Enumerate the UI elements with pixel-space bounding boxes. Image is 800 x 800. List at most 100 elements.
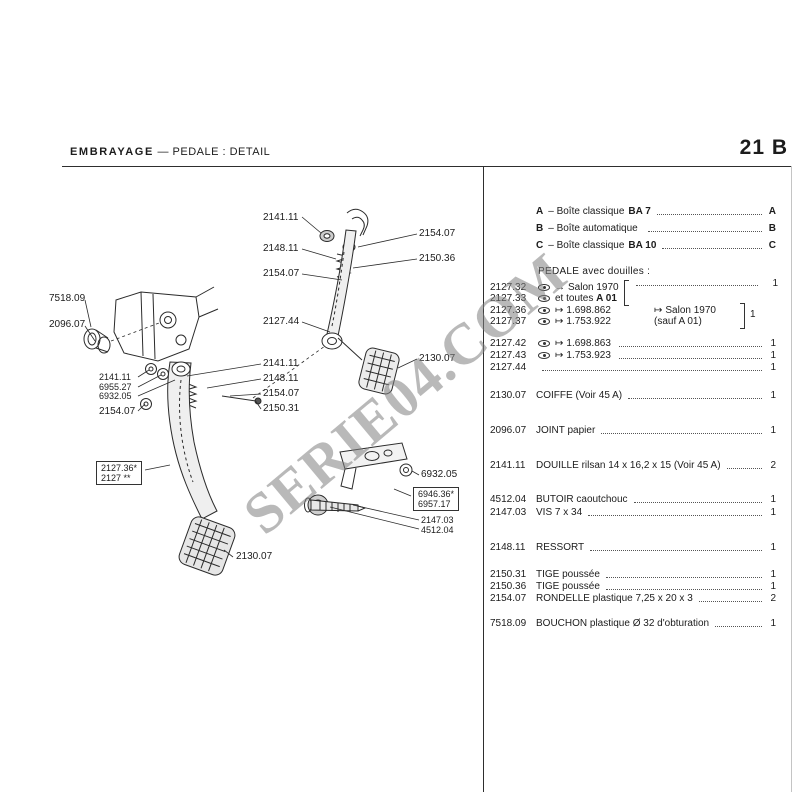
diagram-part-label: 6946.36*: [418, 489, 455, 499]
dot-leader: [726, 468, 762, 469]
diagram-part-label: 2096.07: [49, 319, 86, 330]
part-ref: 2150.31: [490, 569, 527, 580]
part-desc: DOUILLE rilsan 14 x 16,2 x 15 (Voir 45 A…: [536, 460, 721, 471]
option-desc-bold: BA 7: [628, 206, 651, 217]
diagram-label-box: 6946.36* 6957.17: [413, 487, 460, 511]
dot-leader: [656, 214, 762, 215]
option-ref: C: [768, 240, 776, 251]
section-title: EMBRAYAGE: [70, 146, 154, 158]
group-bracket: [624, 280, 629, 306]
variant-note: et toutes: [555, 293, 594, 304]
dot-leader: [605, 577, 762, 578]
part-ref: 7518.09: [490, 618, 527, 629]
diagram-part-label: 2130.07: [236, 551, 273, 562]
page-number: 21 B: [739, 136, 788, 159]
part-qty: 1: [770, 350, 776, 361]
part-desc: VIS 7 x 34: [536, 507, 583, 518]
parts-list: A – Boîte classique BA 7 A B – Boîte aut…: [486, 170, 784, 795]
diagram-part-label: 2154.07: [99, 406, 136, 417]
diagram-part-label: 6932.05: [421, 469, 458, 480]
dot-leader: [715, 626, 762, 627]
parts-row: 2141.11 DOUILLE rilsan 14 x 16,2 x 15 (V…: [490, 460, 776, 471]
part-qty: 1: [772, 278, 778, 289]
part-ref: 2154.07: [490, 593, 527, 604]
arrow-icon: ↦: [555, 350, 564, 361]
option-key: B: [536, 223, 544, 234]
parts-row: 2127.44 1: [490, 362, 776, 373]
parts-row: 2127.33 et toutes A 01: [490, 293, 776, 304]
option-desc: – Boîte automatique: [548, 223, 638, 234]
group-title-row: PEDALE avec douilles :: [538, 266, 776, 277]
parts-row: 4512.04 BUTOIR caoutchouc 1: [490, 494, 776, 505]
build-number: 1.698.862: [566, 305, 611, 316]
part-qty: 1: [770, 494, 776, 505]
diagram-part-label: 2154.07: [263, 268, 300, 279]
arrow-icon: ↦: [555, 338, 564, 349]
part-desc: TIGE poussée: [536, 581, 600, 592]
build-number: 1.698.863: [566, 338, 611, 349]
dot-leader: [542, 370, 762, 371]
diagram-part-label: 6932.05: [99, 391, 132, 401]
diagram-part-label: 2154.07: [263, 388, 300, 399]
dot-leader: [633, 502, 762, 503]
diagram-part-label: 2130.07: [419, 353, 456, 364]
diagram-part-label: 7518.09: [49, 293, 86, 304]
variant-note: ↦Salon 1970: [654, 305, 716, 316]
see-icon: [538, 352, 550, 359]
diagram-part-label: 2150.36: [419, 253, 456, 264]
parts-row: 2127.37 ↦ 1.753.922: [490, 316, 776, 327]
option-key: C: [536, 240, 544, 251]
part-qty: 1: [770, 618, 776, 629]
part-desc: TIGE poussée: [536, 569, 600, 580]
part-qty: 1: [770, 338, 776, 349]
part-desc: JOINT papier: [536, 425, 596, 436]
part-ref: 2148.11: [490, 542, 526, 553]
gearbox-option-row: C – Boîte classique BA 10 C: [536, 240, 776, 251]
part-qty: 1: [770, 569, 776, 580]
diagram-part-label: 2127.36*: [101, 463, 138, 473]
part-ref: 2127.32: [490, 282, 527, 293]
part-ref: 2096.07: [490, 425, 527, 436]
option-desc: – Boîte classique: [548, 240, 625, 251]
part-ref: 2147.03: [490, 507, 527, 518]
dot-leader: [590, 550, 762, 551]
part-desc: COIFFE (Voir 45 A): [536, 390, 623, 401]
parts-row: 2147.03 VIS 7 x 34 1: [490, 507, 776, 518]
main-pedal-arm: [167, 361, 218, 520]
parts-row: 2154.07 RONDELLE plastique 7,25 x 20 x 3…: [490, 593, 776, 604]
group-title: PEDALE avec douilles :: [538, 266, 651, 277]
option-ref: B: [768, 223, 776, 234]
part-ref: 4512.04: [490, 494, 527, 505]
parts-row: 2148.11 RESSORT 1: [490, 542, 776, 553]
option-desc: – Boîte classique: [548, 206, 625, 217]
parts-row: 2150.36 TIGE poussée 1: [490, 581, 776, 592]
diagram-part-label: 2141.11: [263, 212, 299, 223]
option-desc-bold: BA 10: [628, 240, 657, 251]
see-icon: [538, 295, 550, 302]
part-desc: BOUCHON plastique Ø 32 d'obturation: [536, 618, 710, 629]
pedal-pad-bottom: [178, 516, 236, 576]
part-ref: 2141.11: [490, 460, 526, 471]
pedal-pad-top: [358, 347, 400, 395]
part-ref: 2127.44: [490, 362, 527, 373]
see-icon: [538, 340, 550, 347]
arrow-icon: ↦: [555, 316, 564, 327]
arrow-icon: ↦: [555, 305, 564, 316]
dot-leader: [618, 358, 762, 359]
dot-leader: [662, 248, 762, 249]
clutch-pedal-arm: [319, 208, 369, 361]
part-qty: 1: [770, 542, 776, 553]
diagram-part-label: 2141.11: [99, 372, 131, 382]
parts-row: 2127.43 ↦ 1.753.923 1: [490, 350, 776, 361]
stop-bracket-assembly: [304, 442, 413, 516]
parts-row: 2127.32 → Salon 1970: [490, 282, 776, 293]
diagram-part-label: 2150.31: [263, 403, 300, 414]
diagram-part-label: 4512.04: [421, 525, 454, 535]
diagram-label-box: 2127.36* 2127 **: [96, 461, 143, 485]
callout-leader-lines: [84, 216, 420, 558]
option-key: A: [536, 206, 544, 217]
part-qty: 1: [770, 581, 776, 592]
page-subtitle: PEDALE : DETAIL: [172, 146, 271, 158]
variant-note-bold: A 01: [596, 293, 617, 304]
